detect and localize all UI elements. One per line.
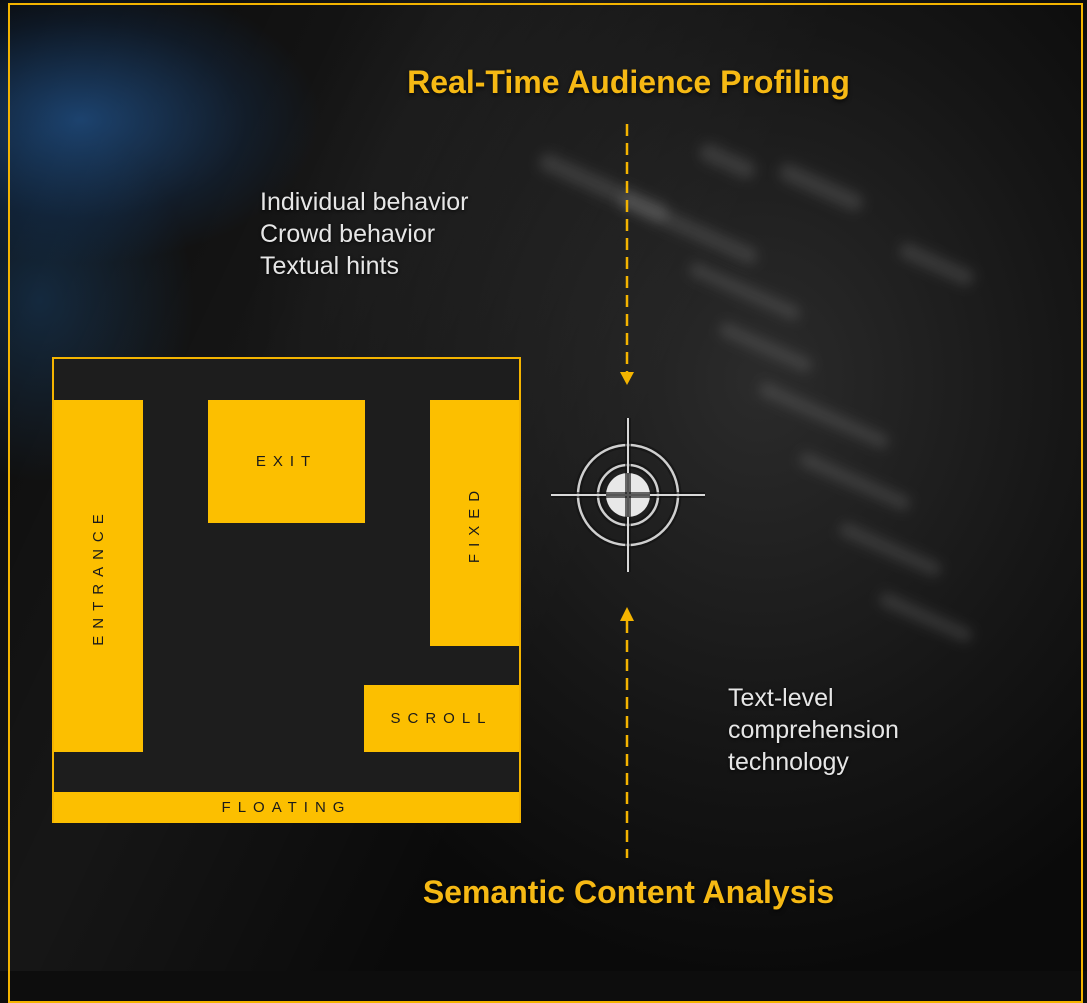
note-text-level: Text-level	[728, 684, 834, 712]
zone-fixed: FIXED	[430, 400, 519, 646]
ad-layout-diagram: ENTRANCE EXIT FIXED SCROLL FLOATING	[52, 357, 521, 823]
zone-exit: EXIT	[208, 400, 365, 523]
crosshair-target-icon	[551, 418, 705, 572]
zone-entrance: ENTRANCE	[54, 400, 143, 752]
note-individual-behavior: Individual behavior	[260, 188, 469, 216]
zone-floating-label: FLOATING	[221, 799, 352, 816]
audience-notes: Individual behavior Crowd behavior Textu…	[260, 186, 468, 282]
zone-floating: FLOATING	[54, 792, 519, 823]
zone-scroll-label: SCROLL	[390, 710, 493, 727]
zone-scroll: SCROLL	[364, 685, 519, 752]
semantic-notes: Text-level comprehension technology	[728, 682, 899, 778]
top-title: Real-Time Audience Profiling	[407, 64, 850, 100]
note-technology: technology	[728, 748, 849, 776]
note-comprehension: comprehension	[728, 716, 899, 744]
up-arrowhead	[620, 607, 634, 621]
down-arrowhead	[620, 372, 634, 385]
flow-arrows	[551, 124, 705, 858]
zone-exit-label: EXIT	[255, 453, 318, 470]
note-textual-hints: Textual hints	[260, 252, 399, 280]
note-crowd-behavior: Crowd behavior	[260, 220, 436, 248]
bottom-title: Semantic Content Analysis	[422, 874, 835, 910]
